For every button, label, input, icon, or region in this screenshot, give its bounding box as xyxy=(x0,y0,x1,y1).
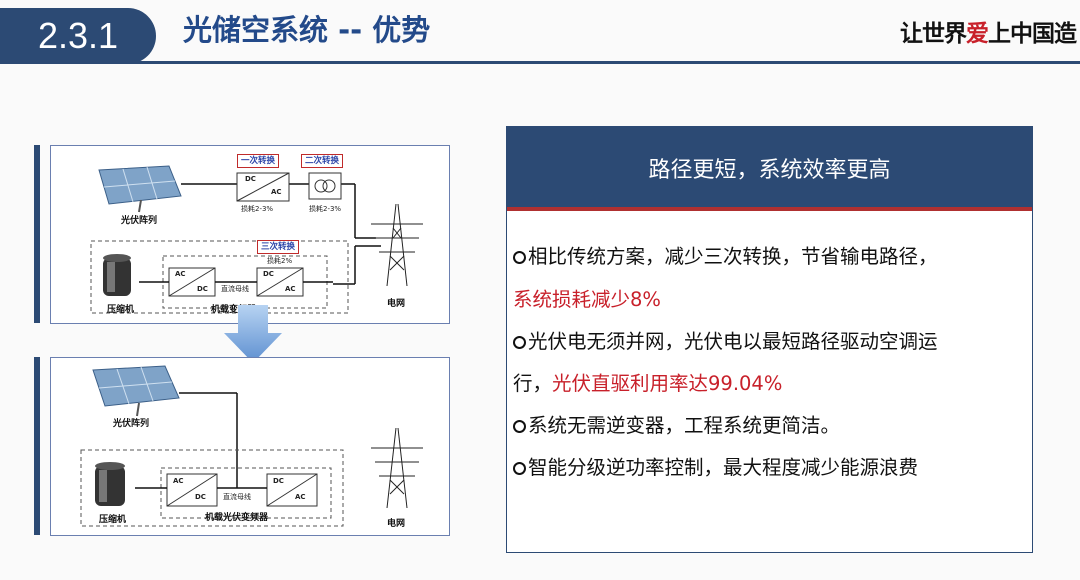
conversion-tag-2: 二次转换 xyxy=(301,154,344,168)
diagram-traditional: 光伏阵列 一次转换 二次转换 三次转换 DC AC 损耗2-3% 损耗2-3% … xyxy=(50,145,450,324)
compressor-label: 压缩机 xyxy=(99,515,127,525)
dc-label-3: DC xyxy=(263,270,274,278)
transmission-tower-icon xyxy=(371,203,423,287)
dc-label-2: DC xyxy=(273,477,284,485)
diagram-direct-drive: 光伏阵列 AC DC DC AC 直流母线 压缩机 机载光伏变频器 电网 xyxy=(50,357,450,536)
converter-dcac xyxy=(266,473,318,507)
grid-label: 电网 xyxy=(387,299,406,309)
point-1-line-1: 相比传统方案，减少三次转换，节省输电路径， xyxy=(513,241,938,273)
ac-label-2: AC xyxy=(175,270,186,278)
loss-label-1: 损耗2-3% xyxy=(241,205,274,213)
compressor-label: 压缩机 xyxy=(107,305,135,315)
pv-array-label: 光伏阵列 xyxy=(121,216,158,226)
dc-bus-label: 直流母线 xyxy=(223,493,251,501)
solar-panel-icon xyxy=(98,165,182,213)
ac-label: AC xyxy=(173,477,184,485)
title-underline xyxy=(0,61,1080,64)
point-2-line-2: 行，光伏直驱利用率达99.04% xyxy=(513,372,783,395)
inverter-label: 机载光伏变频器 xyxy=(205,513,269,523)
ac-label-3: AC xyxy=(285,285,296,293)
ac-label: AC xyxy=(271,188,282,196)
converter-acdc xyxy=(168,267,216,297)
converter-dcac-2 xyxy=(256,267,304,297)
brand-logo: 让世界爱上中国造 xyxy=(900,20,1077,47)
transformer-icon xyxy=(308,172,342,200)
point-3: 系统无需逆变器，工程系统更简洁。 xyxy=(513,410,840,442)
dc-label-2: DC xyxy=(197,285,208,293)
dc-label: DC xyxy=(195,493,206,501)
transmission-tower-icon xyxy=(371,427,423,509)
point-1-line-2: 系统损耗减少8% xyxy=(513,288,661,311)
dc-label: DC xyxy=(245,175,256,183)
accent-bar-top xyxy=(34,145,40,323)
bullet-icon xyxy=(513,462,526,475)
point-4: 智能分级逆功率控制，最大程度减少能源浪费 xyxy=(513,452,918,484)
accent-bar-bottom xyxy=(34,357,40,535)
bullet-icon xyxy=(513,420,526,433)
solar-panel-icon xyxy=(92,365,180,417)
section-number: 2.3.1 xyxy=(0,8,156,64)
bullet-icon xyxy=(513,251,526,264)
slide-title: 光储空系统 -- 优势 xyxy=(183,13,431,47)
dc-bus-label: 直流母线 xyxy=(221,285,249,293)
converter-acdc xyxy=(166,473,218,507)
pv-array-label: 光伏阵列 xyxy=(113,419,150,429)
point-2-line-1: 光伏电无须并网，光伏电以最短路径驱动空调运 xyxy=(513,326,938,358)
ac-label-2: AC xyxy=(295,493,306,501)
slide-header: 2.3.1 光储空系统 -- 优势 让世界爱上中国造 xyxy=(0,0,1080,66)
conversion-tag-3: 三次转换 xyxy=(257,240,300,254)
conversion-tag-1: 一次转换 xyxy=(237,154,280,168)
card-heading: 路径更短，系统效率更高 xyxy=(507,127,1032,211)
grid-label: 电网 xyxy=(387,519,406,529)
loss-label-3: 损耗2% xyxy=(267,257,293,265)
compressor-icon xyxy=(103,254,131,296)
bullet-icon xyxy=(513,336,526,349)
inverter-label: 机载变频器 xyxy=(211,305,257,315)
converter-dcac-1 xyxy=(236,172,290,202)
diagram-direct-drive-lines xyxy=(80,365,423,527)
diagram-traditional-lines xyxy=(90,165,423,314)
compressor-icon xyxy=(95,462,125,506)
down-arrow-icon xyxy=(224,305,282,363)
advantage-card: 路径更短，系统效率更高 相比传统方案，减少三次转换，节省输电路径， 系统损耗减少… xyxy=(506,126,1033,553)
loss-label-2: 损耗2-3% xyxy=(309,205,342,213)
